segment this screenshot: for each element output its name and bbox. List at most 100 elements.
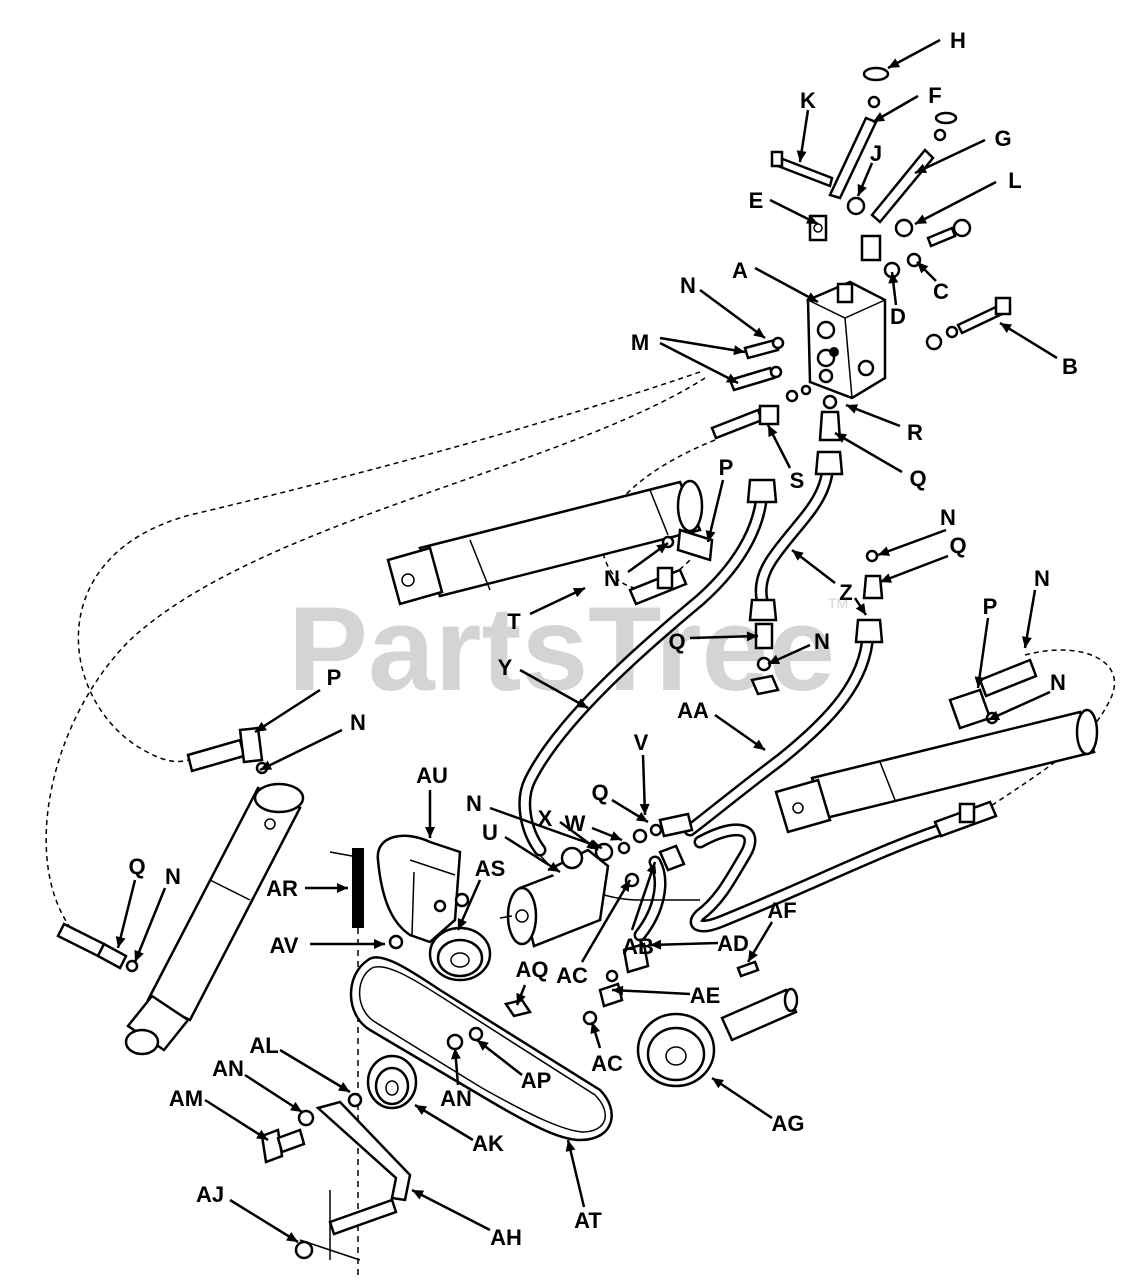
callout-q2: Q: [879, 533, 967, 584]
callout-aq: AQ: [516, 957, 549, 1006]
spacer-ap: [468, 1026, 484, 1042]
callout-label: C: [933, 279, 949, 304]
callout-ac1: AC: [556, 879, 632, 988]
callout-leader: [999, 321, 1058, 360]
callout-leader: [116, 879, 137, 949]
bolt-k: [770, 150, 834, 188]
callout-arrowhead: [712, 1078, 724, 1089]
callout-z: Z: [791, 549, 853, 605]
callout-arrowhead: [337, 883, 348, 893]
callout-label: AF: [767, 898, 796, 923]
callout-leader: [711, 1076, 773, 1120]
callout-arrowhead: [725, 373, 738, 383]
callout-label: D: [890, 304, 906, 329]
callout-label: AS: [475, 856, 506, 881]
callout-arrowhead: [855, 603, 866, 615]
callout-arrowhead: [753, 739, 765, 750]
callout-arrowhead: [477, 1040, 489, 1051]
callout-arrowhead: [846, 404, 859, 414]
callout-label: AT: [574, 1208, 602, 1233]
callout-s: S: [766, 424, 804, 493]
callout-arrowhead: [748, 949, 758, 962]
callout-arrowhead: [639, 803, 650, 815]
fitting-m-upper: [743, 336, 785, 360]
callout-an2: AN: [440, 1047, 472, 1111]
callout-arrowhead: [753, 327, 765, 338]
callout-label: R: [907, 420, 923, 445]
callout-leader: [489, 806, 603, 850]
callout-label: L: [1008, 168, 1021, 193]
callout-ar: AR: [266, 876, 348, 901]
callout-l: L: [914, 168, 1022, 226]
callout-n4: N: [1021, 566, 1050, 649]
callout-label: V: [634, 730, 649, 755]
callout-j: J: [856, 141, 882, 197]
callout-arrowhead: [796, 150, 807, 162]
fitting-p-left: [186, 726, 269, 775]
callout-label: T: [507, 609, 521, 634]
callout-label: AP: [521, 1068, 552, 1093]
callout-arrowhead: [548, 861, 560, 872]
callout-label: N: [466, 791, 482, 816]
callout-label: AN: [440, 1086, 472, 1111]
callout-leader: [279, 1048, 351, 1094]
shaft-af: [720, 960, 799, 1042]
callout-arrowhead: [636, 811, 648, 822]
callout-arrowhead: [857, 183, 867, 196]
callout-ap: AP: [476, 1039, 552, 1093]
callout-arrowhead: [988, 710, 1001, 721]
tube-loop: [689, 823, 947, 933]
control-valve: [806, 280, 887, 400]
callout-arrowhead: [835, 433, 848, 443]
callout-arrowhead: [792, 550, 804, 561]
callout-label: P: [719, 455, 734, 480]
callout-label: H: [950, 28, 966, 53]
callout-arrowhead: [415, 1105, 428, 1115]
callout-c: C: [916, 261, 949, 304]
callout-n8: N: [466, 791, 603, 850]
cylinder-left-rear: [386, 479, 704, 606]
callout-arrowhead: [572, 588, 585, 598]
lever-g: [870, 111, 958, 224]
callout-label: AE: [690, 983, 721, 1008]
callout-arrowhead: [412, 1190, 425, 1200]
callout-aj: AJ: [196, 1182, 299, 1244]
callout-label: J: [870, 141, 882, 166]
callout-au: AU: [416, 763, 448, 838]
callout-ab: AB: [622, 861, 657, 959]
callout-arrowhead: [768, 654, 781, 665]
callout-k: K: [796, 88, 816, 163]
callout-leader: [414, 1103, 474, 1142]
callout-leader: [229, 1198, 299, 1244]
callout-leader: [411, 1188, 491, 1232]
callout-g: G: [914, 126, 1012, 175]
callout-b: B: [999, 321, 1078, 379]
callout-leader: [699, 288, 766, 340]
callout-r: R: [845, 403, 923, 445]
callout-h: H: [887, 28, 966, 70]
callout-leader: [519, 668, 589, 710]
callout-label: Y: [498, 655, 513, 680]
nut-aq: [503, 998, 533, 1018]
hose-left-upper: [77, 371, 701, 763]
callout-leader: [204, 1098, 269, 1142]
callout-arrowhead: [650, 939, 662, 950]
callout-arrowhead: [915, 214, 928, 224]
callout-arrowhead: [134, 949, 144, 962]
callout-leader: [133, 887, 167, 963]
callout-label: AH: [490, 1225, 522, 1250]
callout-arrowhead: [768, 425, 778, 438]
callout-leader: [649, 941, 719, 947]
belt-at: [349, 956, 613, 1142]
clevis-d: [860, 234, 882, 262]
callout-leader: [914, 180, 997, 226]
callout-arrowhead: [705, 530, 716, 542]
callout-p3: P: [254, 665, 341, 734]
callout-aa: AA: [677, 698, 766, 752]
callout-leader: [976, 617, 990, 689]
fittings-pump: [594, 812, 694, 888]
callout-arrowhead: [575, 698, 588, 708]
callout-arrowhead: [878, 546, 891, 556]
callout-label: AK: [472, 1131, 504, 1156]
